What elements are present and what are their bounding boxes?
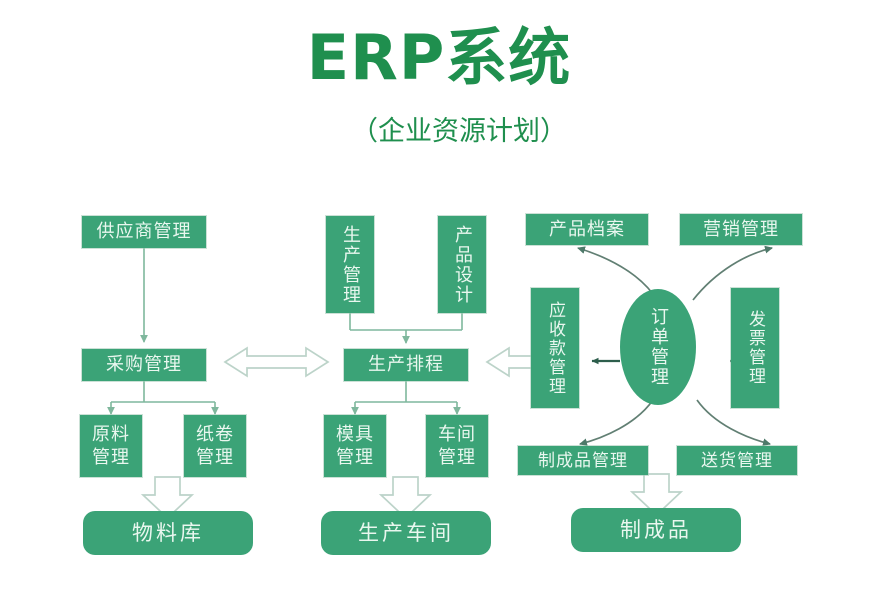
- node-production-workshop[interactable]: 生产车间: [321, 511, 491, 555]
- node-finished-goods[interactable]: 制成品: [571, 508, 741, 552]
- node-product-archive[interactable]: 产品档案: [526, 214, 648, 245]
- connector-order-to-finished-goods-mgmt: [579, 399, 654, 447]
- page-title: ERP系统: [306, 21, 572, 94]
- node-material-warehouse[interactable]: 物料库: [83, 511, 253, 555]
- node-supplier-management[interactable]: 供应商管理: [82, 216, 206, 248]
- node-order-management[interactable]: 订单管理: [620, 289, 696, 405]
- node-purchase-management[interactable]: 采购管理: [82, 349, 206, 381]
- node-production-management[interactable]: 生产管理: [326, 216, 374, 313]
- node-raw-material-management[interactable]: 原料 管理: [80, 415, 142, 477]
- node-product-design[interactable]: 产品设计: [438, 216, 486, 313]
- page-subtitle: （企业资源计划）: [351, 116, 567, 147]
- node-marketing-management[interactable]: 营销管理: [680, 214, 802, 245]
- connector-purchase-fork: [107, 381, 219, 415]
- node-delivery-management[interactable]: 送货管理: [677, 446, 797, 475]
- node-paper-roll-management[interactable]: 纸卷 管理: [184, 415, 246, 477]
- connector-scheduling-fork: [351, 381, 461, 415]
- node-receivables-management[interactable]: 应收款管理: [531, 288, 579, 408]
- node-mold-management[interactable]: 模具 管理: [324, 415, 386, 477]
- connector-production-fork-down: [349, 313, 463, 344]
- node-finished-goods-management[interactable]: 制成品管理: [518, 446, 648, 475]
- hollow-double-arrow-purchase-scheduling: [223, 346, 330, 378]
- node-invoice-management[interactable]: 发票管理: [731, 288, 779, 408]
- node-workshop-management[interactable]: 车间 管理: [426, 415, 488, 477]
- node-production-scheduling[interactable]: 生产排程: [344, 349, 468, 381]
